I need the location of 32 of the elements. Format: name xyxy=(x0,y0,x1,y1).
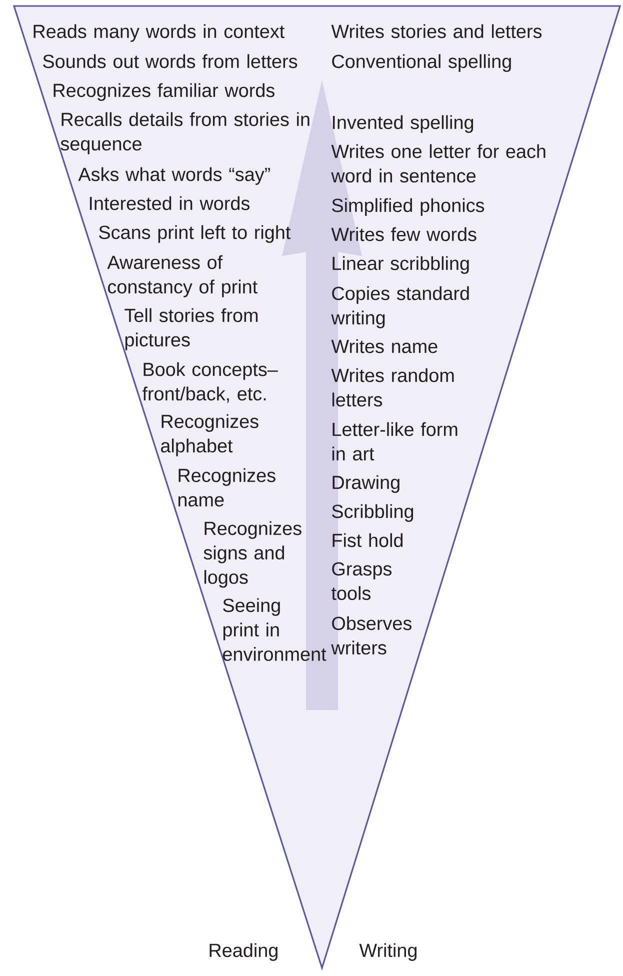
stage-text: Seeing print in environment xyxy=(223,598,326,661)
stage-text: Book concepts– front/back, etc. xyxy=(142,362,278,403)
stage-text: Scans print left to right xyxy=(99,225,291,243)
column-heading: Writing xyxy=(359,943,417,961)
column-heading: Reading xyxy=(210,943,278,961)
stage-text: Awareness of constancy of print xyxy=(107,255,258,298)
stage-text: Recognizes name xyxy=(178,468,276,507)
stage-text: Sounds out words from letters xyxy=(43,54,298,68)
stage-text: Grasps tools xyxy=(331,562,392,600)
stage-text: Recalls details from stories in sequence xyxy=(60,112,310,154)
stage-text: Drawing xyxy=(332,475,400,493)
stage-text: Tell stories from pictures xyxy=(124,308,258,350)
stage-text: Copies standard writing xyxy=(331,286,469,328)
stage-text: Linear scribbling xyxy=(332,256,469,274)
stage-text: Writes few words xyxy=(331,227,476,242)
stage-text: Writes one letter for each word in sentence xyxy=(331,144,546,183)
stage-text: Invented spelling xyxy=(332,115,474,133)
stage-text: Writes stories and letters xyxy=(331,24,542,38)
stage-text: Letter-like form in art xyxy=(332,422,458,461)
stage-text: Asks what words “say” xyxy=(78,167,270,185)
stage-text: Scribbling xyxy=(332,504,414,522)
stage-text: Recognizes familiar words xyxy=(54,83,274,101)
stage-text: Recognizes alphabet xyxy=(161,414,258,456)
stage-text: Fist hold xyxy=(332,533,403,548)
stage-text: Reads many words in context xyxy=(34,24,285,42)
stage-text: Writes random letters xyxy=(331,368,454,407)
stage-text: Conventional spelling xyxy=(332,54,511,72)
stage-text: Observes writers xyxy=(331,616,412,655)
stage-text: Interested in words xyxy=(90,196,250,210)
stage-text: Writes name xyxy=(331,339,438,354)
stage-text: Simplified phonics xyxy=(332,198,484,216)
stage-text: Recognizes signs and logos xyxy=(204,521,302,588)
